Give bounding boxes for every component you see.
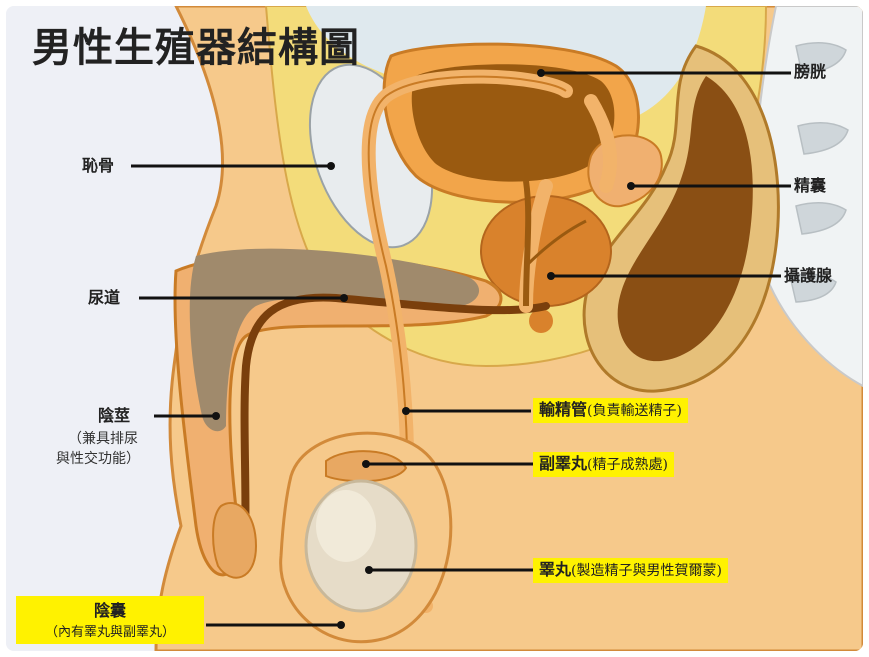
- label-testis-name: 睪丸: [539, 560, 571, 579]
- label-scrotum-note: （內有睪丸與副睪丸）: [16, 621, 204, 640]
- page-title: 男性生殖器結構圖: [32, 28, 360, 68]
- anatomy-illustration: [6, 6, 863, 651]
- label-prostate: 攝護腺: [784, 266, 832, 286]
- label-bladder: 膀胱: [794, 62, 826, 82]
- label-vas-deferens: 輸精管(負責輸送精子): [533, 398, 688, 423]
- label-epididymis: 副睪丸(精子成熟處): [533, 452, 674, 477]
- label-pubic-bone: 恥骨: [82, 156, 114, 176]
- diagram-card: 男性生殖器結構圖 膀胱 恥骨 精囊 攝護腺 尿道 陰莖 （兼具排尿 與性交功能）…: [6, 6, 863, 651]
- label-vas-deferens-name: 輸精管: [539, 400, 587, 419]
- label-vas-deferens-note: (負責輸送精子): [587, 403, 682, 419]
- label-scrotum: 陰囊 （內有睪丸與副睪丸）: [16, 596, 204, 644]
- label-urethra: 尿道: [88, 288, 120, 308]
- label-scrotum-name: 陰囊: [16, 597, 204, 621]
- label-testis-note: (製造精子與男性賀爾蒙): [571, 563, 722, 579]
- label-penis: 陰莖: [98, 406, 130, 426]
- label-epididymis-name: 副睪丸: [539, 454, 587, 473]
- label-epididymis-note: (精子成熟處): [587, 457, 668, 473]
- label-penis-note-2: 與性交功能）: [56, 450, 140, 468]
- prostate: [481, 196, 611, 306]
- label-seminal-vesicle: 精囊: [794, 176, 826, 196]
- label-testis: 睪丸(製造精子與男性賀爾蒙): [533, 558, 728, 583]
- label-penis-note-1: （兼具排尿: [68, 430, 138, 448]
